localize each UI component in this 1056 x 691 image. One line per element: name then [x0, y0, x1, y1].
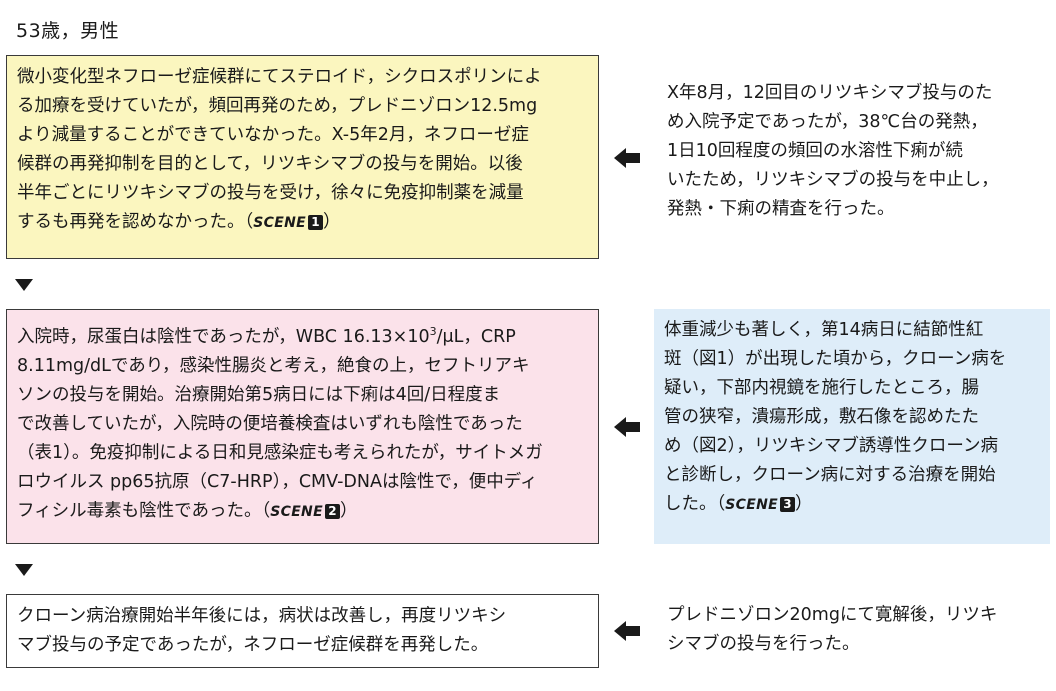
- side2-line-2: 斑（図1）が出現した頃から，クローン病を: [664, 349, 1007, 369]
- scene-label: SCENE: [270, 503, 323, 520]
- side2-close: ）: [794, 494, 813, 514]
- left-arrow-icon: [614, 148, 640, 168]
- side2-line-3: 疑い，下部内視鏡を施行したところ，腸: [664, 378, 979, 398]
- scene-number-badge: 1: [307, 215, 323, 230]
- course-box-1: 微小変化型ネフローゼ症候群にてステロイド，シクロスポリンによ る加療を受けていた…: [6, 55, 599, 259]
- box2-line-7-text: フィシル毒素も陰性であった。（: [17, 500, 271, 521]
- box2-line-5: （表1）。免疫抑制による日和見感染症も考えられたが，サイトメガ: [17, 442, 543, 463]
- box1-close: ）: [322, 212, 341, 232]
- side2-line-4: 管の狭窄，潰瘍形成，敷石像を認めたた: [664, 407, 979, 427]
- down-arrow-icon: [15, 279, 33, 291]
- side1-line-2: め入院予定であったが，38℃台の発熱，: [667, 112, 988, 132]
- course-box-side-2: 体重減少も著しく，第14病日に結節性紅 斑（図1）が出現した頃から，クローン病を…: [654, 309, 1050, 544]
- side3-line-2: シマブの投与を行った。: [667, 634, 860, 654]
- box3-line-1: クローン病治療開始半年後には，病状は改善し，再度リツキシ: [17, 606, 507, 626]
- box1-line-6-text: するも再発を認めなかった。（: [17, 212, 254, 232]
- box2-line-1-pre: 入院時，尿蛋白は陰性であったが，WBC 16.13×10: [17, 326, 430, 347]
- side-note-3: プレドニゾロン20mgにて寛解後，リツキ シマブの投与を行った。: [667, 601, 1052, 659]
- course-box-2: 入院時，尿蛋白は陰性であったが，WBC 16.13×103/μL，CRP 8.1…: [6, 309, 599, 544]
- side3-line-1: プレドニゾロン20mgにて寛解後，リツキ: [667, 605, 998, 625]
- side2-line-7-text: した。（: [664, 494, 726, 514]
- box3-line-2: マブ投与の予定であったが，ネフローゼ症候群を再発した。: [17, 635, 489, 655]
- box2-line-3: ソンの投与を開始。治療開始第5病日には下痢は4回/日程度ま: [17, 384, 501, 405]
- down-arrow-icon: [15, 564, 33, 576]
- side2-line-1: 体重減少も著しく，第14病日に結節性紅: [664, 320, 984, 340]
- box1-line-2: る加療を受けていたが，頻回再発のため，プレドニゾロン12.5mg: [17, 96, 538, 116]
- scene-number-badge: 3: [779, 497, 795, 512]
- side1-line-1: X年8月，12回目のリツキシマブ投与のた: [667, 83, 993, 103]
- box2-line-2: 8.11mg/dLであり，感染性腸炎と考え，絶食の上，セフトリアキ: [17, 355, 530, 376]
- left-arrow-icon: [614, 621, 640, 641]
- scene-label: SCENE: [253, 215, 306, 231]
- box1-line-3: より減量することができていなかった。X-5年2月，ネフローゼ症: [17, 125, 529, 145]
- side2-line-6: と診断し，クローン病に対する治療を開始: [664, 465, 996, 485]
- box2-line-1: 入院時，尿蛋白は陰性であったが，WBC 16.13×103/μL，CRP: [17, 317, 588, 352]
- side-note-1: X年8月，12回目のリツキシマブ投与のた め入院予定であったが，38℃台の発熱，…: [667, 79, 1052, 224]
- scene-number-badge: 2: [324, 503, 340, 519]
- box1-line-5: 半年ごとにリツキシマブの投与を受け，徐々に免疫抑制薬を減量: [17, 183, 524, 203]
- box2-line-6: ロウイルス pp65抗原（C7-HRP），CMV-DNAは陰性で，便中ディ: [17, 471, 538, 492]
- box2-line-1-post: /μL，CRP: [436, 326, 516, 347]
- course-box-3: クローン病治療開始半年後には，病状は改善し，再度リツキシ マブ投与の予定であった…: [6, 594, 599, 668]
- side1-line-5: 発熱・下痢の精査を行った。: [667, 199, 895, 219]
- side2-line-5: め（図2），リツキシマブ誘導性クローン病: [664, 436, 999, 456]
- box1-line-1: 微小変化型ネフローゼ症候群にてステロイド，シクロスポリンによ: [17, 67, 542, 87]
- case-header: 53歳，男性: [16, 20, 120, 42]
- box2-close: ）: [339, 500, 358, 521]
- box2-line-4: で改善していたが，入院時の便培養検査はいずれも陰性であった: [17, 413, 523, 434]
- scene-label: SCENE: [725, 497, 778, 513]
- side1-line-4: いたため，リツキシマブの投与を中止し，: [667, 170, 999, 190]
- box1-line-4: 候群の再発抑制を目的として，リツキシマブの投与を開始。以後: [17, 154, 523, 174]
- left-arrow-icon: [614, 417, 640, 437]
- side1-line-3: 1日10回程度の頻回の水溶性下痢が続: [667, 141, 963, 161]
- box2-line-1-sup: 3: [429, 325, 437, 338]
